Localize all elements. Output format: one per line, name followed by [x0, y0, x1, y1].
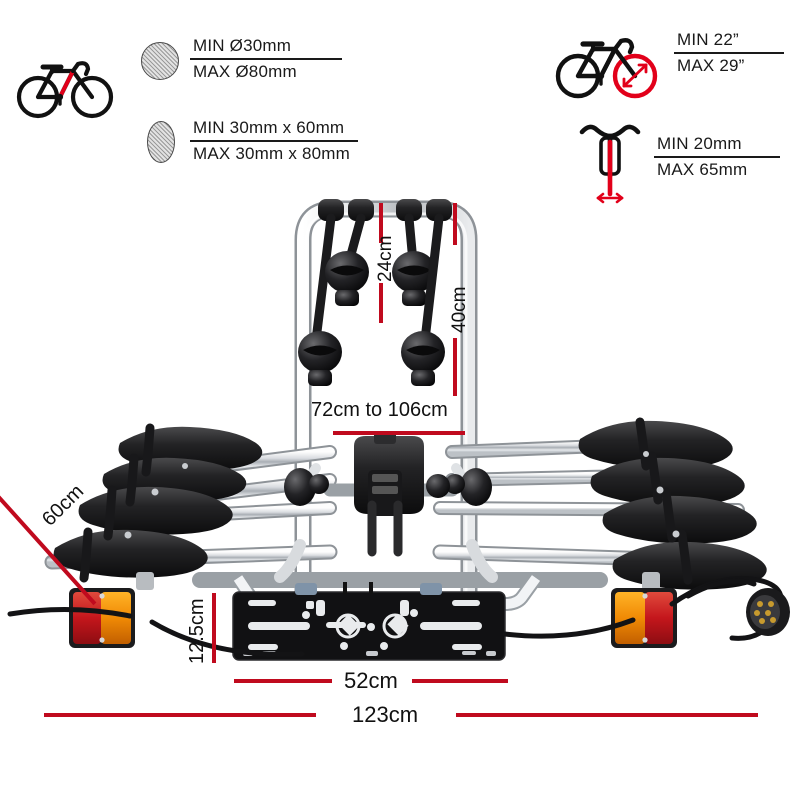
spec-max-label: MAX 30mm x 80mm: [193, 144, 350, 163]
dim-line-24cm-upper: [379, 203, 383, 243]
spec-group-frame: MIN Ø30mm MAX Ø80mm MIN 30mm x 60mm MAX …: [14, 28, 374, 178]
dim-label-mast-height: 72cm to 106cm: [311, 399, 448, 421]
spec-min-label: MIN 30mm x 60mm: [193, 118, 345, 137]
bicycle-icon: [16, 50, 116, 127]
dim-label-12-5cm: 12.5cm: [186, 598, 208, 664]
bicycle-wheel-icon: [554, 26, 666, 107]
dim-line-123cm-right: [456, 713, 758, 717]
dim-label-40cm: 40cm: [449, 286, 470, 333]
wheel-trays-and-rails: [44, 417, 767, 590]
dim-line-12-5cm: [212, 593, 216, 663]
dim-line-123cm-left: [44, 713, 316, 717]
spec-min-label: MIN 22”: [677, 30, 739, 49]
spec-max-label: MAX 29”: [677, 56, 745, 75]
dim-line-60cm: [0, 462, 97, 606]
dim-line-40cm-lower: [453, 338, 457, 396]
spec-fork-text: MIN 20mm MAX 65mm: [654, 134, 780, 180]
spec-min-label: MIN Ø30mm: [193, 36, 292, 55]
spec-group-wheel-fork: MIN 22” MAX 29” MIN 20mm MAX 65mm: [548, 22, 798, 204]
number-plate-holder: [232, 582, 506, 661]
spec-max-label: MAX Ø80mm: [193, 62, 297, 81]
spec-max-label: MAX 65mm: [657, 160, 748, 179]
spec-frame-round-text: MIN Ø30mm MAX Ø80mm: [190, 36, 342, 82]
dim-line-40cm-upper: [453, 203, 457, 245]
dim-label-60cm: 60cm: [38, 480, 89, 531]
main-frame: [192, 463, 608, 611]
wheel-straps: [79, 417, 693, 585]
spec-min-label: MIN 20mm: [657, 134, 742, 153]
oval-tube-cross-section-icon: [147, 121, 175, 163]
bicycle-fork-icon: [574, 116, 646, 209]
tail-light-left: [69, 572, 154, 648]
round-tube-cross-section-icon: [141, 42, 179, 80]
dim-label-24cm: 24cm: [375, 235, 396, 282]
trailer-plug: [746, 588, 790, 636]
tow-ball-coupling: [354, 432, 424, 557]
dim-label-52cm: 52cm: [344, 668, 398, 693]
wiring-cable-13pin-plug: [7, 575, 784, 657]
dim-line-24cm-lower: [379, 283, 383, 323]
dim-line-52cm-left: [234, 679, 332, 683]
spec-frame-oval-text: MIN 30mm x 60mm MAX 30mm x 80mm: [190, 118, 358, 164]
tail-light-right: [611, 572, 677, 648]
spec-wheel-text: MIN 22” MAX 29”: [674, 30, 784, 76]
bike-holder-arms: [298, 199, 452, 386]
dim-label-123cm: 123cm: [352, 702, 419, 727]
folding-pivot-knobs: [284, 468, 492, 506]
dim-line-mast-height: [333, 431, 465, 435]
dim-line-52cm-right: [412, 679, 508, 683]
